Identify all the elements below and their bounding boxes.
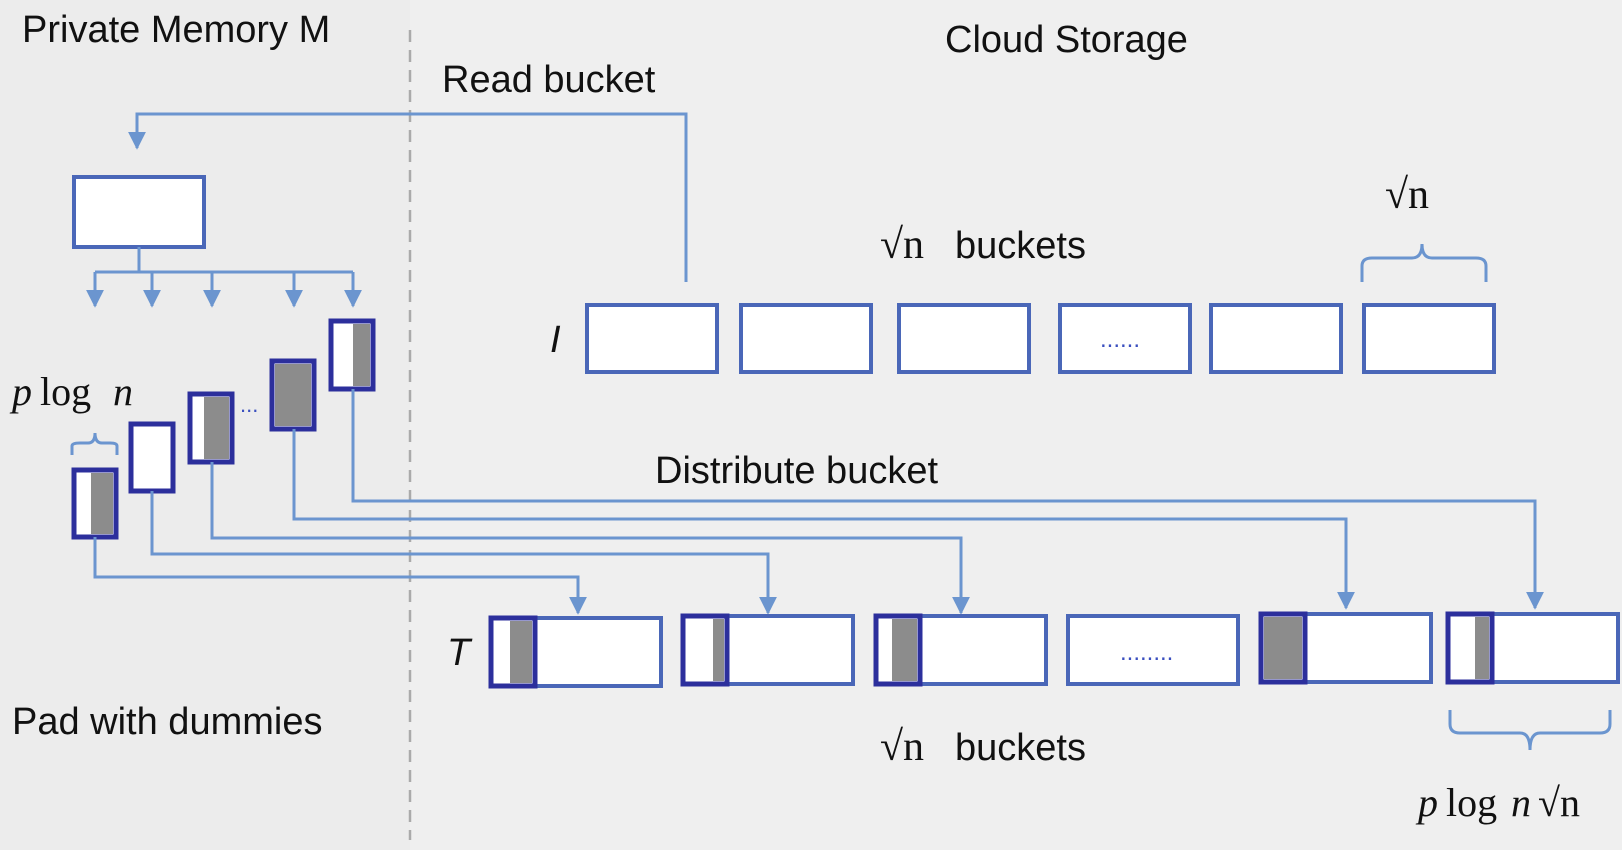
row-I-label: I [550,319,561,361]
cell-1 [71,467,119,540]
svg-text:p: p [9,369,32,414]
output-bucket-1 [488,615,663,689]
read-bucket-arrow [128,112,688,282]
input-bucket-ellipsis [1058,303,1192,374]
svg-text:p: p [1415,780,1438,825]
top-sqrt-n-label: √n [1385,172,1429,218]
cell-4 [269,358,317,432]
svg-text:log: log [40,369,91,414]
bottom-buckets-caption: √n buckets [880,724,1086,770]
input-buckets: ...... [585,303,1496,374]
input-bucket-2 [739,303,873,374]
private-memory-title: Private Memory M [22,9,330,51]
svg-text:buckets: buckets [955,727,1086,769]
svg-text:√n: √n [880,724,924,770]
output-bucket-brace [1448,710,1612,751]
top-bucket-brace [1360,243,1488,282]
cells-ellipsis: ... [240,392,258,417]
plogn-label: p log n [9,369,133,414]
distribute-arrows [93,389,1544,615]
cell-5 [328,318,376,392]
output-bucket-5 [1258,611,1433,685]
top-buckets-caption: √n buckets [880,222,1086,268]
output-ellipsis: ........ [1120,639,1173,666]
cloud-storage-background [410,0,1622,850]
padded-cells: ... [71,318,376,540]
output-bucket-6 [1445,611,1620,685]
svg-text:buckets: buckets [955,225,1086,267]
svg-text:log: log [1446,780,1497,825]
svg-text:n: n [1511,780,1531,825]
output-bucket-3 [873,613,1048,687]
svg-text:√n: √n [1538,780,1580,825]
cloud-storage-title: Cloud Storage [945,19,1188,61]
row-T-label: T [447,632,473,674]
cell-3 [187,391,235,465]
plogn-sqrtn-label: p log n √n [1415,780,1580,825]
svg-text:√n: √n [1385,172,1429,218]
input-bucket-6 [1362,303,1496,374]
plogn-brace [70,432,119,455]
output-buckets: ........ [488,611,1620,689]
memory-bucket [72,175,206,249]
pad-with-dummies-label: Pad with dummies [12,701,322,743]
input-ellipsis: ...... [1100,326,1140,353]
input-bucket-1 [585,303,719,374]
output-bucket-2 [680,613,855,687]
input-bucket-3 [897,303,1031,374]
cell-2 [128,421,176,494]
distribute-bucket-label: Distribute bucket [655,450,938,492]
input-bucket-5 [1209,303,1343,374]
fan-out-arrows [86,247,362,308]
read-bucket-label: Read bucket [442,59,656,101]
svg-text:√n: √n [880,222,924,268]
output-bucket-ellipsis: ........ [1066,614,1240,686]
svg-text:n: n [113,369,133,414]
